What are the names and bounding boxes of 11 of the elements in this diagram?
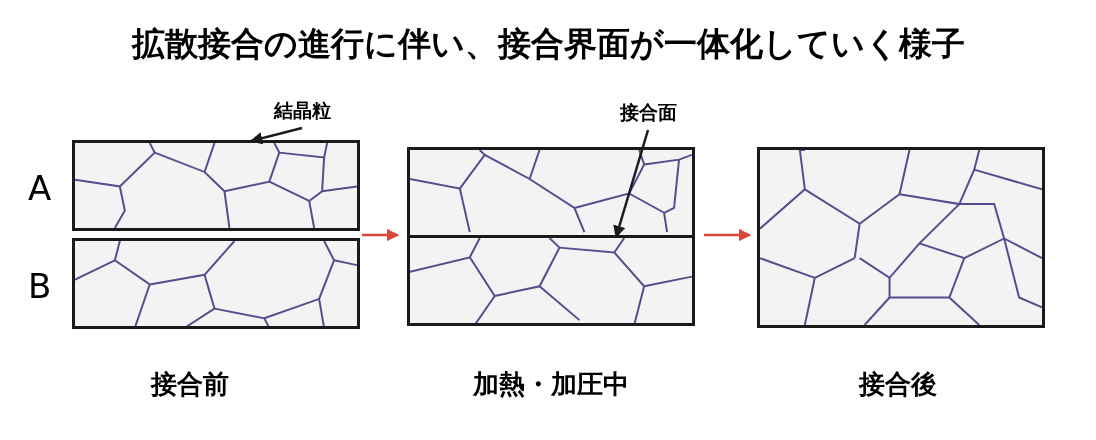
arrow [250,126,303,145]
stage-caption: 接合前 [149,368,230,401]
title: 拡散接合の進行に伴い、接合界面が一体化していく様子 [130,23,966,65]
arrow [704,228,752,242]
block-label: B [28,266,52,306]
block-label: A [28,168,52,208]
callout-label: 接合面 [606,100,690,130]
arrow [362,228,400,242]
stage-caption: 接合後 [857,368,938,401]
callout-label: 結晶粒 [262,98,342,128]
stage-caption: 加熱・加圧中 [471,368,630,401]
